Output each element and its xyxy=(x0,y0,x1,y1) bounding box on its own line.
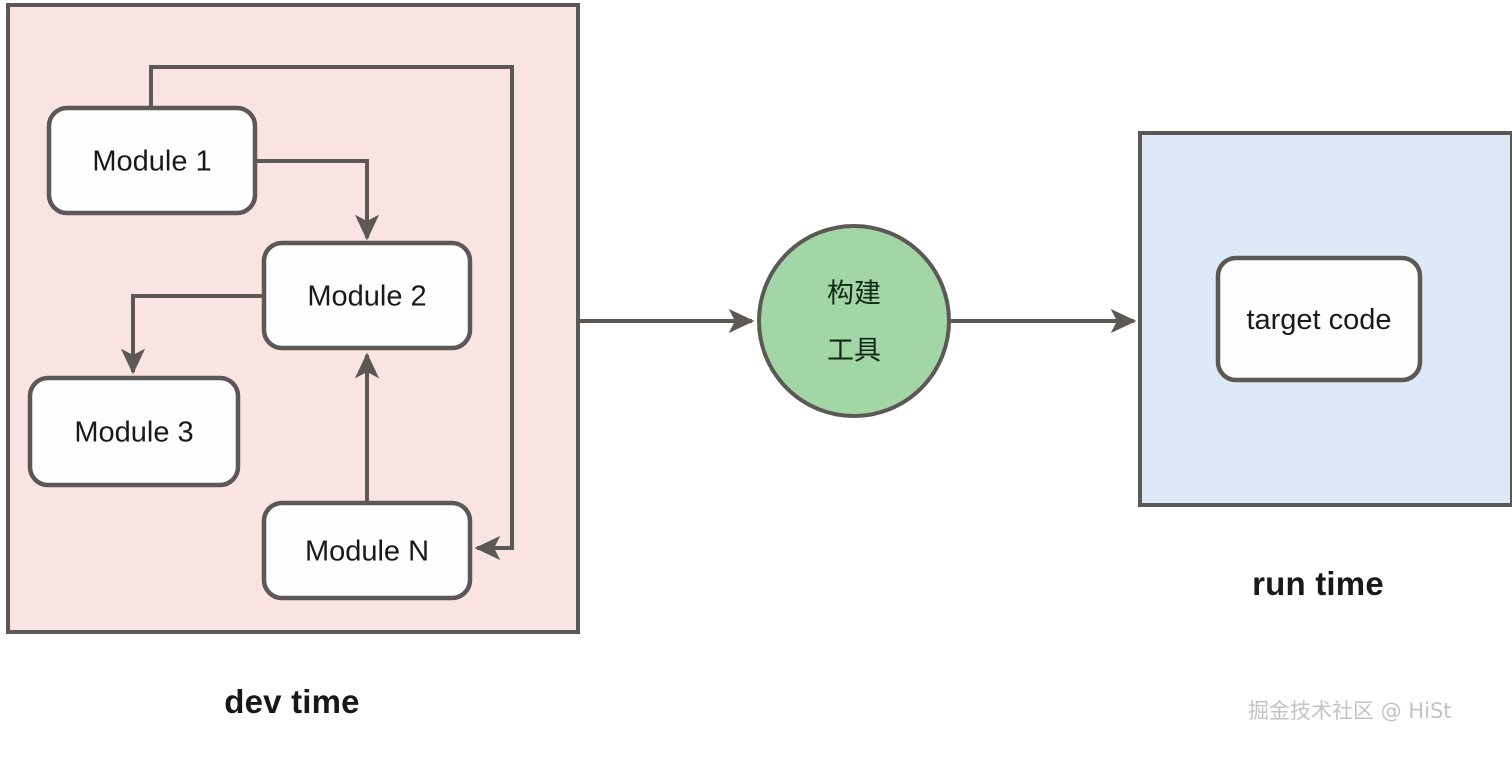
module-node[interactable]: Module 3 xyxy=(27,375,241,488)
build-tool-label-line2: 工具 xyxy=(827,336,881,367)
watermark-text: 掘金技术社区 @ HiSt xyxy=(1248,699,1452,723)
build-tool-label-line1: 构建 xyxy=(827,279,881,310)
dev-zone-edges xyxy=(120,65,514,561)
dev-time-caption: dev time xyxy=(224,683,360,720)
target-code-node[interactable]: target code xyxy=(1215,255,1423,383)
module-node[interactable]: Module N xyxy=(261,500,473,601)
module-nodes: Module 1 Module 2 Module 3 Module N xyxy=(27,105,473,601)
build-tool-node[interactable]: 构建 工具 xyxy=(757,224,951,418)
module-label: Module 3 xyxy=(74,417,193,449)
target-code-label: target code xyxy=(1246,304,1391,336)
run-time-caption: run time xyxy=(1252,565,1384,602)
module-label: Module 1 xyxy=(92,146,211,178)
module-label: Module N xyxy=(305,536,429,568)
edge-module2-to-module3 xyxy=(120,294,264,375)
module-node[interactable]: Module 2 xyxy=(261,240,473,351)
edge-module1-to-module2 xyxy=(255,159,380,241)
module-node[interactable]: Module 1 xyxy=(46,105,258,216)
edge-module1-feedback-to-modulen xyxy=(149,65,514,561)
module-label: Module 2 xyxy=(307,281,426,313)
